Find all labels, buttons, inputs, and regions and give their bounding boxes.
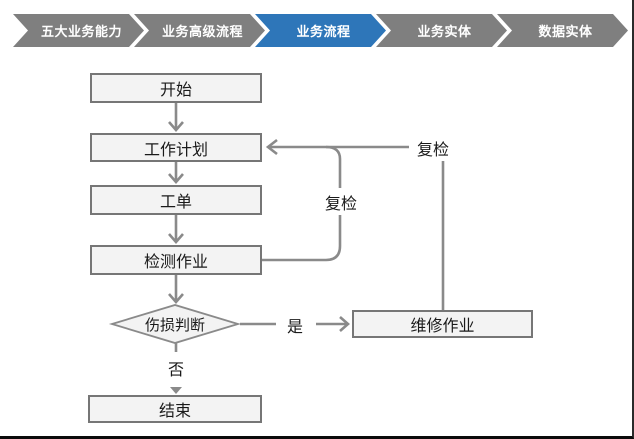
node-inspection-job: 检测作业 [90, 245, 262, 275]
node-repair-job: 维修作业 [352, 310, 533, 338]
edge-label-no: 否 [167, 362, 184, 379]
arrowhead-down-1 [168, 121, 184, 132]
breadcrumb-item-five-capabilities[interactable]: 五大业务能力 [13, 14, 144, 47]
node-work-order: 工单 [90, 185, 262, 215]
arrowhead-down-3 [168, 233, 184, 244]
arrowhead-down-2 [168, 173, 184, 184]
arrowhead-right-repair [339, 316, 350, 332]
node-end: 结束 [88, 395, 262, 423]
decision-diamond-shape [108, 304, 242, 344]
node-damage-decision: 伤损判断 [144, 316, 205, 334]
edge-recheck-inner [262, 145, 342, 262]
edge-label-recheck-outer: 复检 [409, 134, 457, 161]
breadcrumb-item-business-entity[interactable]: 业务实体 [376, 14, 507, 47]
edge-label-yes: 是 [286, 319, 303, 336]
breadcrumb-item-business-process-active[interactable]: 业务流程 [255, 14, 386, 47]
node-work-plan: 工作计划 [90, 133, 262, 162]
edge-recheck-outer [270, 145, 445, 310]
edge-label-recheck-inner: 复检 [317, 188, 365, 215]
breadcrumb-item-advanced-process[interactable]: 业务高级流程 [134, 14, 265, 47]
breadcrumb-item-data-entity[interactable]: 数据实体 [497, 14, 628, 47]
arrowhead-left-plan [265, 138, 278, 156]
arrowhead-small-end [170, 387, 182, 394]
node-start: 开始 [90, 73, 262, 103]
breadcrumb: 五大业务能力 业务高级流程 业务流程 业务实体 数据实体 [13, 14, 628, 47]
arrowhead-down-4 [168, 293, 184, 304]
